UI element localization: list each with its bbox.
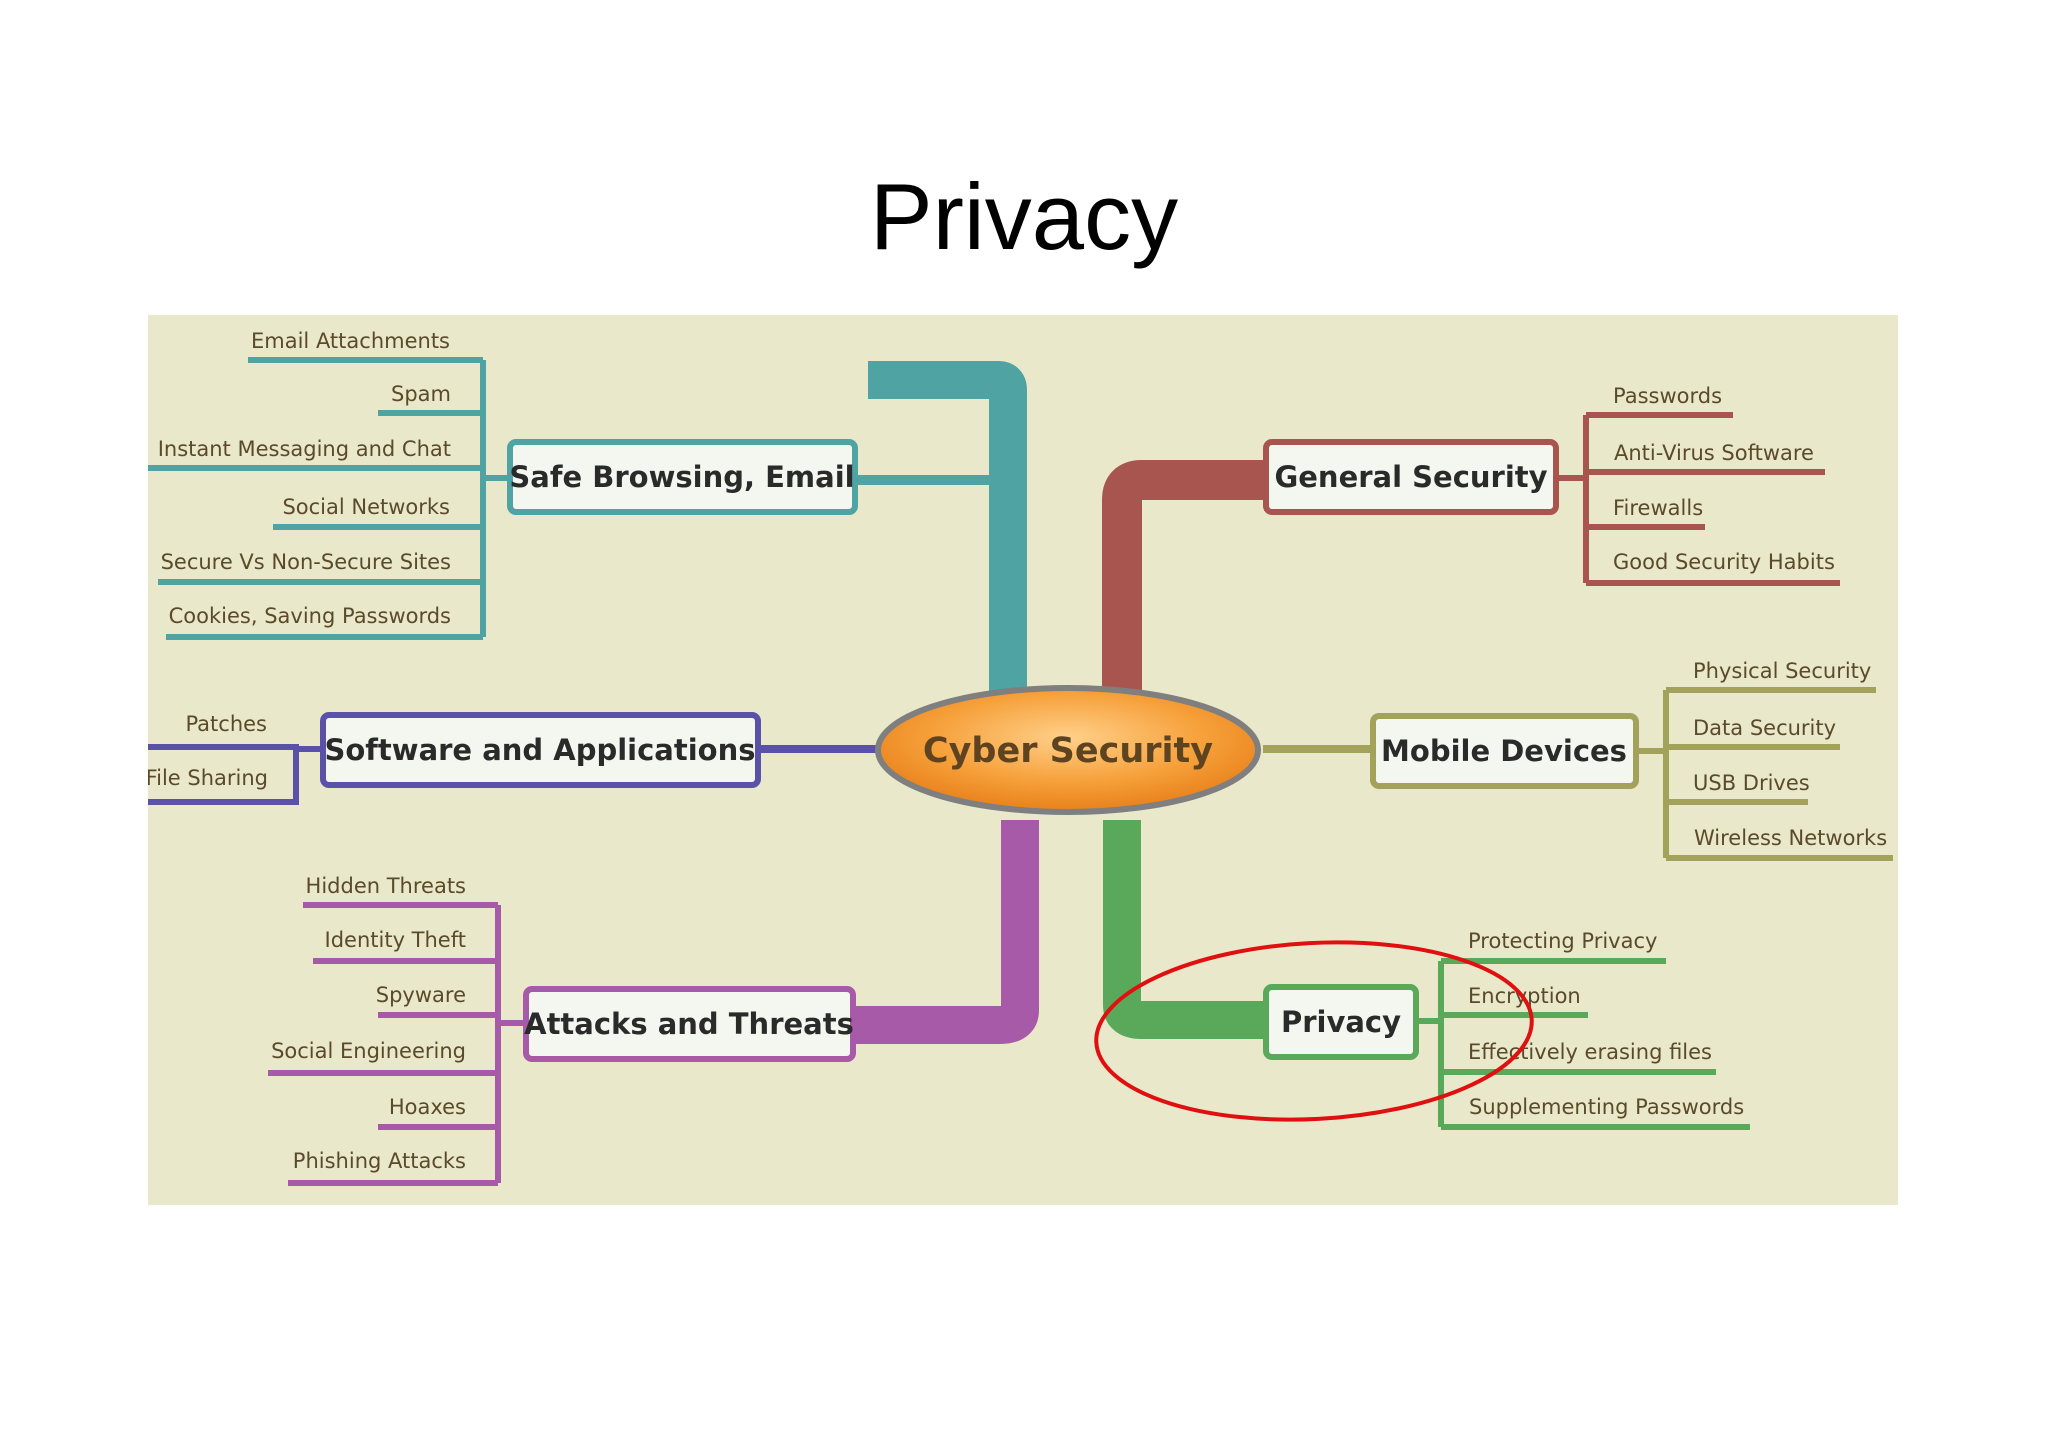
node-mobile-label: Mobile Devices [1381, 734, 1627, 768]
leaf-phishing: Phishing Attacks [293, 1149, 466, 1173]
leaf-supplementing-passwords: Supplementing Passwords [1469, 1095, 1744, 1119]
connector-attacks [853, 820, 1039, 1044]
node-attacks[interactable] [523, 986, 856, 1062]
leaf-patches: Patches [185, 712, 267, 736]
leaf-wireless: Wireless Networks [1694, 826, 1887, 850]
leaf-erasing-files: Effectively erasing files [1468, 1040, 1712, 1064]
branch-software-leaves [148, 744, 323, 805]
connector-privacy [1103, 820, 1266, 1039]
node-mobile[interactable] [1370, 713, 1639, 789]
node-attacks-label: Attacks and Threats [524, 1007, 854, 1041]
connector-safe-browsing [868, 361, 1027, 710]
leaf-passwords: Passwords [1613, 384, 1722, 408]
node-general[interactable] [1263, 439, 1559, 515]
branch-general-leaves [1556, 412, 1840, 586]
mindmap-panel: Email Attachments Spam Instant Messaging… [148, 315, 1898, 1205]
connector-safe-browsing-thin [853, 475, 1025, 715]
node-general-label: General Security [1274, 460, 1547, 494]
leaf-instant-messaging: Instant Messaging and Chat [158, 437, 451, 461]
leaf-data-security: Data Security [1693, 716, 1836, 740]
branch-attacks-leaves [268, 902, 523, 1186]
node-software[interactable] [320, 712, 761, 788]
leaf-identity-theft: Identity Theft [325, 928, 466, 952]
leaf-hidden-threats: Hidden Threats [306, 874, 466, 898]
node-software-label: Software and Applications [324, 733, 755, 767]
leaf-file-sharing: File Sharing [148, 766, 268, 790]
leaf-social-engineering: Social Engineering [271, 1039, 466, 1063]
branch-mobile-leaves [1636, 687, 1893, 861]
leaf-social-networks: Social Networks [282, 495, 450, 519]
leaf-physical-security: Physical Security [1693, 659, 1871, 683]
branch-safe-browsing-leaves [148, 357, 508, 640]
node-privacy[interactable] [1263, 984, 1419, 1060]
leaf-secure-sites: Secure Vs Non-Secure Sites [161, 550, 451, 574]
leaf-spyware: Spyware [376, 983, 466, 1007]
leaf-spam: Spam [391, 382, 451, 406]
leaf-security-habits: Good Security Habits [1613, 550, 1835, 574]
slide-title: Privacy [869, 164, 1179, 269]
node-safe-browsing-label: Safe Browsing, Email [509, 460, 854, 494]
node-privacy-label: Privacy [1281, 1005, 1401, 1039]
leaf-antivirus: Anti-Virus Software [1614, 441, 1814, 465]
branch-privacy-leaves [1416, 958, 1750, 1130]
highlight-circle [1094, 940, 1534, 1122]
leaf-usb-drives: USB Drives [1693, 771, 1810, 795]
leaf-protecting-privacy: Protecting Privacy [1468, 929, 1657, 953]
mindmap-diagram: Email Attachments Spam Instant Messaging… [148, 329, 1893, 1186]
connector-general [1102, 460, 1266, 715]
center-node-label: Cyber Security [923, 731, 1213, 771]
leaf-hoaxes: Hoaxes [389, 1095, 466, 1119]
node-safe-browsing[interactable] [507, 439, 858, 515]
leaf-cookies: Cookies, Saving Passwords [169, 604, 451, 628]
leaf-email-attachments: Email Attachments [251, 329, 450, 353]
center-node[interactable] [875, 685, 1261, 815]
leaf-firewalls: Firewalls [1613, 496, 1703, 520]
